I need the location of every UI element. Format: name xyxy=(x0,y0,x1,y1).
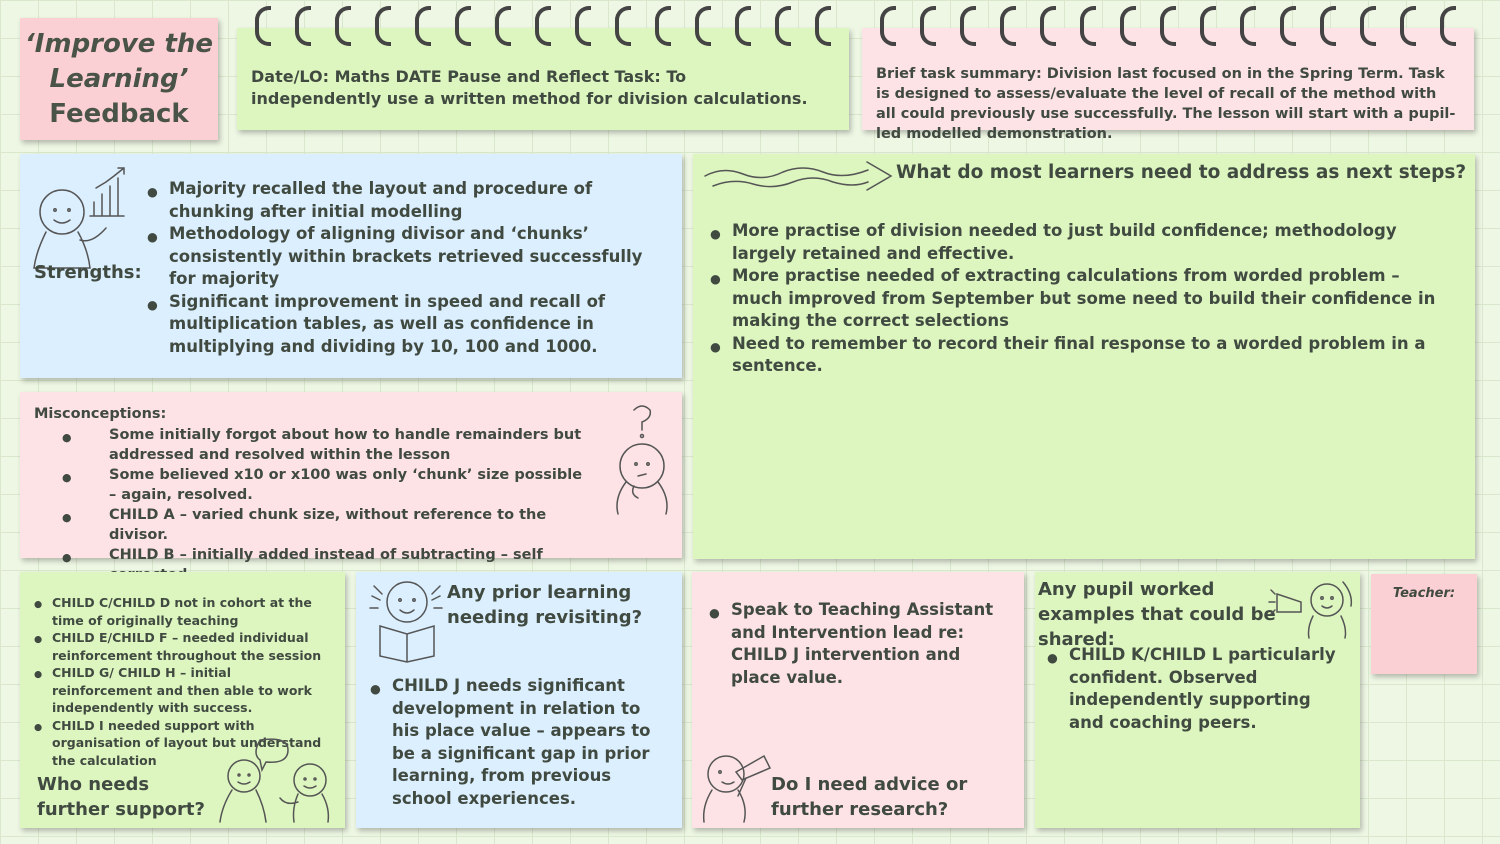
reading-figure-icon xyxy=(369,581,443,663)
spiral-binding-icon xyxy=(255,6,831,50)
support-label: Who needs further support? xyxy=(37,774,205,820)
misconceptions-label: Misconceptions: xyxy=(34,406,167,422)
list-item: CHILD J needs significant development in… xyxy=(370,675,668,810)
two-figures-talking-icon xyxy=(219,738,330,823)
teacher-label: Teacher: xyxy=(1392,586,1456,601)
list-item: CHILD I needed support with organisation… xyxy=(34,717,324,770)
next-steps-note: What do most learners need to address as… xyxy=(693,154,1475,559)
date-lo-note: Date/LO: Maths DATE Pause and Reflect Ta… xyxy=(237,6,849,130)
question-thinker-icon xyxy=(616,405,668,515)
list-item: CHILD K/CHILD L particularly confident. … xyxy=(1047,644,1345,734)
advice-list: Speak to Teaching Assistant and Interven… xyxy=(709,599,999,689)
examples-list: CHILD K/CHILD L particularly confident. … xyxy=(1047,644,1345,734)
list-item: More practise needed of extracting calcu… xyxy=(710,265,1450,333)
strengths-note: Strengths: Majority recalled the layout … xyxy=(20,154,682,378)
list-item: CHILD E/CHILD F – needed individual rein… xyxy=(34,629,324,664)
list-item: Majority recalled the layout and procedu… xyxy=(147,178,657,223)
support-note: CHILD C/CHILD D not in cohort at the tim… xyxy=(20,572,345,828)
telescope-figure-icon xyxy=(702,754,772,823)
examples-note: Any pupil worked examples that could be … xyxy=(1035,572,1360,828)
title-line-3: Feedback xyxy=(49,98,189,129)
list-item: CHILD C/CHILD D not in cohort at the tim… xyxy=(34,594,324,629)
strengths-label: Strengths: xyxy=(34,262,142,283)
advice-note: Speak to Teaching Assistant and Interven… xyxy=(692,572,1024,828)
next-steps-heading: What do most learners need to address as… xyxy=(896,162,1467,183)
examples-heading: Any pupil worked examples that could be … xyxy=(1038,579,1276,650)
list-item: Significant improvement in speed and rec… xyxy=(147,291,657,359)
prior-list: CHILD J needs significant development in… xyxy=(370,675,668,810)
spiral-binding-icon xyxy=(880,6,1456,50)
list-item: More practise of division needed to just… xyxy=(710,220,1450,265)
prior-note: Any prior learning needing revisiting? C… xyxy=(356,572,682,828)
list-item: Speak to Teaching Assistant and Interven… xyxy=(709,599,999,689)
strengths-list: Majority recalled the layout and procedu… xyxy=(147,178,657,358)
wavy-arrow-icon xyxy=(704,161,893,191)
stick-figure-chart-icon xyxy=(33,167,125,269)
prior-heading: Any prior learning needing revisiting? xyxy=(447,582,643,628)
title-line-1: ‘Improve the xyxy=(24,28,214,59)
summary-note: Brief task summary: Division last focuse… xyxy=(862,6,1474,142)
next-steps-list: More practise of division needed to just… xyxy=(710,220,1450,378)
list-item: CHILD G/ CHILD H – initial reinforcement… xyxy=(34,664,324,717)
summary-text: Brief task summary: Division last focuse… xyxy=(876,66,1456,142)
misconceptions-list: Some initially forgot about how to handl… xyxy=(62,425,592,585)
list-item: Some initially forgot about how to handl… xyxy=(62,425,592,465)
megaphone-figure-icon xyxy=(1268,581,1353,639)
misconceptions-note: Misconceptions: Some initially forgot ab… xyxy=(20,392,682,583)
teacher-note: Teacher: xyxy=(1371,574,1477,674)
list-item: Need to remember to record their final r… xyxy=(710,333,1450,378)
list-item: CHILD A – varied chunk size, without ref… xyxy=(62,505,592,545)
list-item: Some believed x10 or x100 was only ‘chun… xyxy=(62,465,592,505)
title-note: ‘Improve the Learning’ Feedback xyxy=(20,18,218,140)
date-lo-text: Date/LO: Maths DATE Pause and Reflect Ta… xyxy=(251,67,808,108)
title-line-2: Learning’ xyxy=(49,63,189,94)
advice-heading: Do I need advice or further research? xyxy=(771,774,968,820)
support-list: CHILD C/CHILD D not in cohort at the tim… xyxy=(34,594,324,769)
list-item: Methodology of aligning divisor and ‘chu… xyxy=(147,223,657,291)
